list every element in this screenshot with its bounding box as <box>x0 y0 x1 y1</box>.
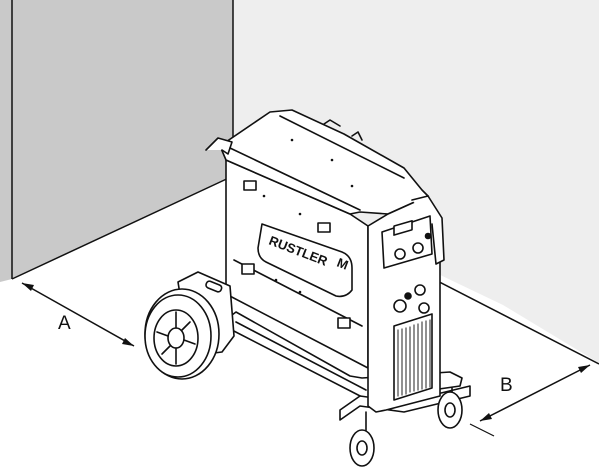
floor-left-edge <box>11 175 234 280</box>
control-knob-left <box>394 248 406 260</box>
dimension-a-arrow-start <box>22 283 34 291</box>
dimension-a-label: A <box>58 313 71 334</box>
vent-grille <box>393 313 433 401</box>
dimension-b-extension <box>469 423 495 437</box>
top-rail-line <box>279 115 405 179</box>
terminal-positive <box>414 284 426 296</box>
display-window <box>393 220 413 236</box>
dimension-a-arrow-end <box>122 338 134 346</box>
output-terminals <box>393 284 430 314</box>
dimension-b-label: B <box>500 375 513 396</box>
dimension-b-arrow-start <box>480 413 492 421</box>
rear-wheel <box>144 288 220 380</box>
brand-suffix: M <box>335 255 350 273</box>
machine-top-cover <box>219 109 429 215</box>
trolley-rail-inner <box>235 321 367 391</box>
side-latch-bottom-right <box>337 317 351 329</box>
control-panel <box>381 215 433 269</box>
torch-connector <box>393 299 407 313</box>
side-panel-seam <box>233 259 363 327</box>
brand-badge-outline <box>257 223 353 298</box>
dimension-b: B <box>469 364 591 437</box>
dimension-b-line <box>479 364 591 422</box>
bracket-slot <box>205 280 223 293</box>
dimension-a: A <box>21 282 135 347</box>
side-latch-top-left <box>243 180 257 191</box>
dimension-a-line <box>21 282 135 347</box>
side-panel-details <box>233 138 363 329</box>
side-latch-bottom-left <box>241 263 255 275</box>
side-latch-top-right <box>317 222 331 233</box>
left-wall <box>0 0 233 282</box>
control-knob-right <box>412 242 424 254</box>
top-hook <box>323 119 341 127</box>
terminal-small <box>404 292 412 300</box>
terminal-negative <box>418 302 430 314</box>
indicator-light <box>424 232 432 240</box>
welding-machine: RUSTLER M <box>144 109 471 467</box>
front-handle <box>411 195 445 265</box>
rear-wheel-hub <box>167 327 185 349</box>
front-caster-right <box>437 387 463 429</box>
top-edge-line <box>229 147 361 211</box>
top-hook-2 <box>351 131 363 141</box>
dimension-b-arrow-end <box>578 365 590 373</box>
top-handle <box>205 137 233 155</box>
front-caster-left <box>349 411 375 467</box>
vent-grille-slots <box>397 319 431 397</box>
